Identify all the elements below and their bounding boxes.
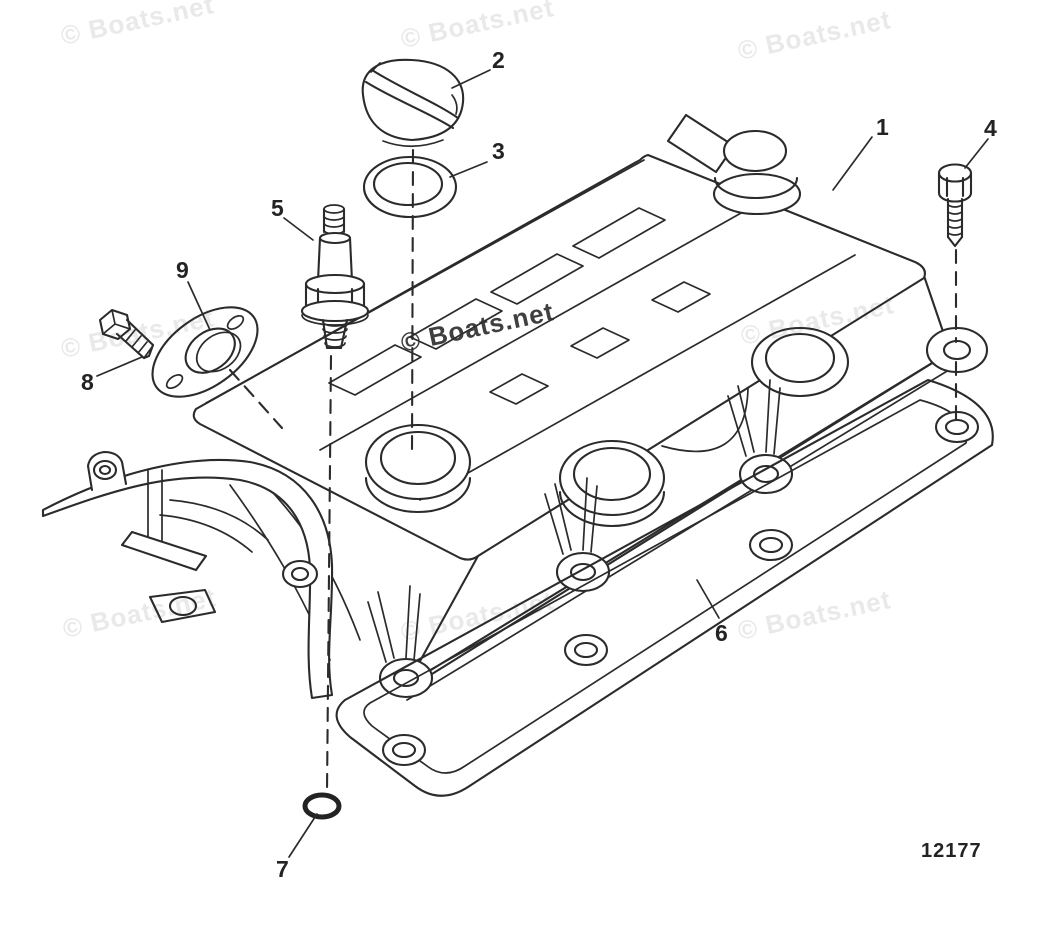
gasket-bolt-holes <box>381 410 980 767</box>
callout-9: 9 <box>176 257 189 283</box>
valve-cover-gasket <box>335 378 994 797</box>
mounting-bolt <box>98 308 155 360</box>
callout-7: 7 <box>276 856 289 882</box>
flange-bolt <box>937 163 973 248</box>
callout-4: 4 <box>984 115 997 141</box>
filler-cap-seal <box>362 155 458 219</box>
oil-filler-neck <box>364 423 472 514</box>
watermark-bottom-right: © Boats.net <box>735 584 894 646</box>
cover-bolt-ears <box>367 379 794 699</box>
grommet-o-ring <box>302 792 342 820</box>
watermark-top-right: © Boats.net <box>735 4 894 66</box>
assembly-lines <box>228 148 958 794</box>
stud-bolt <box>300 204 370 350</box>
oil-filler-cap <box>361 58 465 148</box>
callout-numbers: 1 2 3 4 5 6 7 8 9 <box>81 47 997 882</box>
watermark-top-left: © Boats.net <box>58 0 217 51</box>
callout-leaders <box>96 69 989 858</box>
callout-6: 6 <box>715 620 728 646</box>
callout-1: 1 <box>876 114 889 140</box>
valve-cover-windows-row2 <box>489 281 711 405</box>
watermark-top-center: © Boats.net <box>398 0 557 54</box>
spark-plug-wells <box>558 326 850 528</box>
callout-8: 8 <box>81 369 94 395</box>
camshaft-seal-plate <box>151 306 259 398</box>
breather-port <box>666 113 802 216</box>
valve-cover-windows-row1 <box>328 207 666 396</box>
drawing-number: 12177 <box>921 840 982 862</box>
callout-5: 5 <box>271 195 284 221</box>
valve-cover <box>192 113 989 701</box>
callout-3: 3 <box>492 138 505 164</box>
watermark-bottom-left: © Boats.net <box>60 582 219 644</box>
front-bracket <box>41 450 361 700</box>
callout-2: 2 <box>492 47 505 73</box>
